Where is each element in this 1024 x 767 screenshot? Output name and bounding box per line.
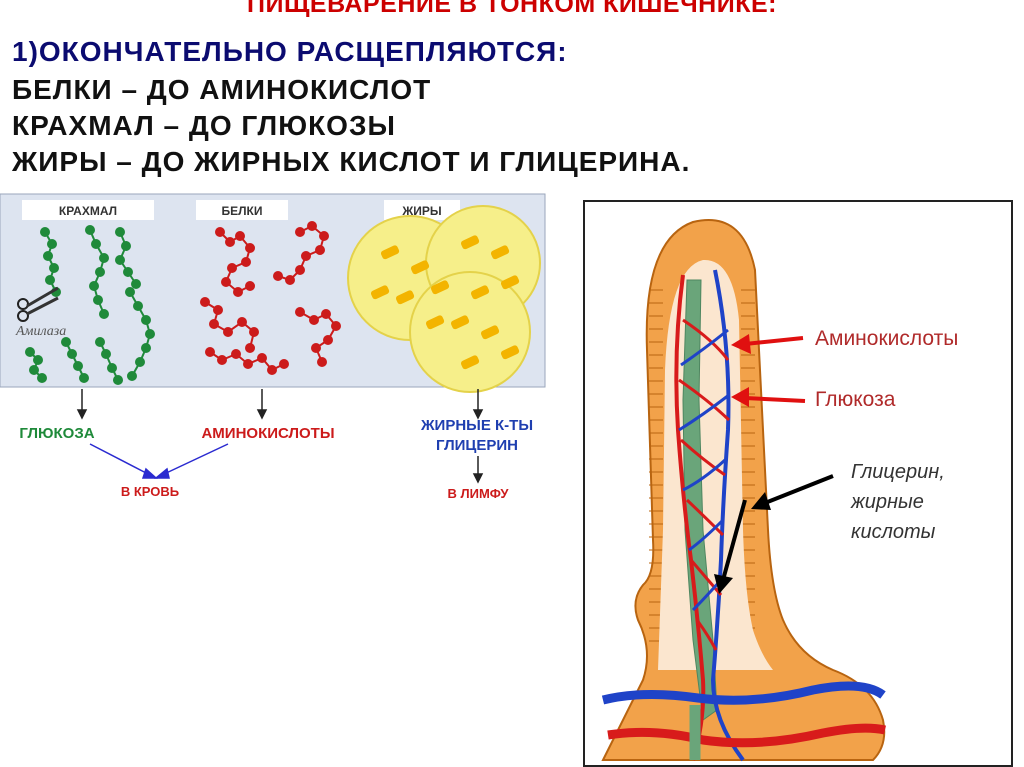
- protein-molecule-chains: [200, 221, 341, 375]
- glucose-pointer-arrow: [731, 387, 806, 407]
- fat-droplets: [347, 205, 541, 393]
- glycerol-pointer-arrows: [714, 474, 834, 594]
- villus-glucose-label: Глюкоза: [815, 388, 896, 411]
- to-blood-arrows: [89, 443, 229, 479]
- proteins-label: БЕЛКИ: [222, 204, 263, 218]
- scissors-icon: [17, 286, 59, 322]
- amino-acids-product-label: АМИНОКИСЛОТЫ: [201, 425, 334, 442]
- glucose-product-label: ГЛЮКОЗА: [19, 425, 94, 442]
- villus-glycerol-label-3: кислоты: [851, 521, 936, 543]
- fats-label: ЖИРЫ: [401, 204, 441, 218]
- header-line-starch: КРАХМАЛ – ДО ГЛЮКОЗЫ: [12, 110, 396, 141]
- header-line-fats: ЖИРЫ – ДО ЖИРНЫХ КИСЛОТ И ГЛИЦЕРИНА.: [12, 146, 691, 177]
- glycerol-product-label: ГЛИЦЕРИН: [436, 437, 518, 454]
- to-lymph-label: В ЛИМФУ: [448, 486, 510, 501]
- villus-diagram: Аминокислоты Глюкоза Глицерин, жирные ки…: [583, 200, 1013, 767]
- starch-label: КРАХМАЛ: [59, 204, 117, 218]
- fats-label-box: [384, 200, 460, 220]
- header-line-proteins: БЕЛКИ – ДО АМИНОКИСЛОТ: [12, 74, 432, 105]
- villus-glycerol-label-2: жирные: [850, 491, 924, 513]
- amino-acids-pointer-arrow: [731, 334, 804, 354]
- process-arrows: [76, 389, 484, 484]
- header-line-breakdown: 1)ОКОНЧАТЕЛЬНО РАСЩЕПЛЯЮТСЯ:: [12, 36, 568, 67]
- starch-label-box: [22, 200, 154, 220]
- proteins-label-box: [196, 200, 288, 220]
- fatty-acids-product-label: ЖИРНЫЕ К-ТЫ: [420, 417, 533, 434]
- villus-amino-acids-label: Аминокислоты: [815, 327, 958, 350]
- villus-glycerol-label-1: Глицерин,: [851, 461, 945, 483]
- to-blood-label: В КРОВЬ: [121, 484, 179, 499]
- amylase-label: Амилаза: [15, 324, 66, 339]
- digestion-products-diagram: КРАХМАЛ БЕЛКИ ЖИРЫ Амилаза ГЛЮКОЗА АМИНО…: [0, 193, 546, 501]
- capillary-network: [601, 269, 886, 762]
- starch-molecule-chains: [25, 225, 155, 385]
- slide-title: ПИЩЕВАРЕНИЕ В ТОНКОМ КИШЕЧНИКЕ:: [247, 0, 777, 18]
